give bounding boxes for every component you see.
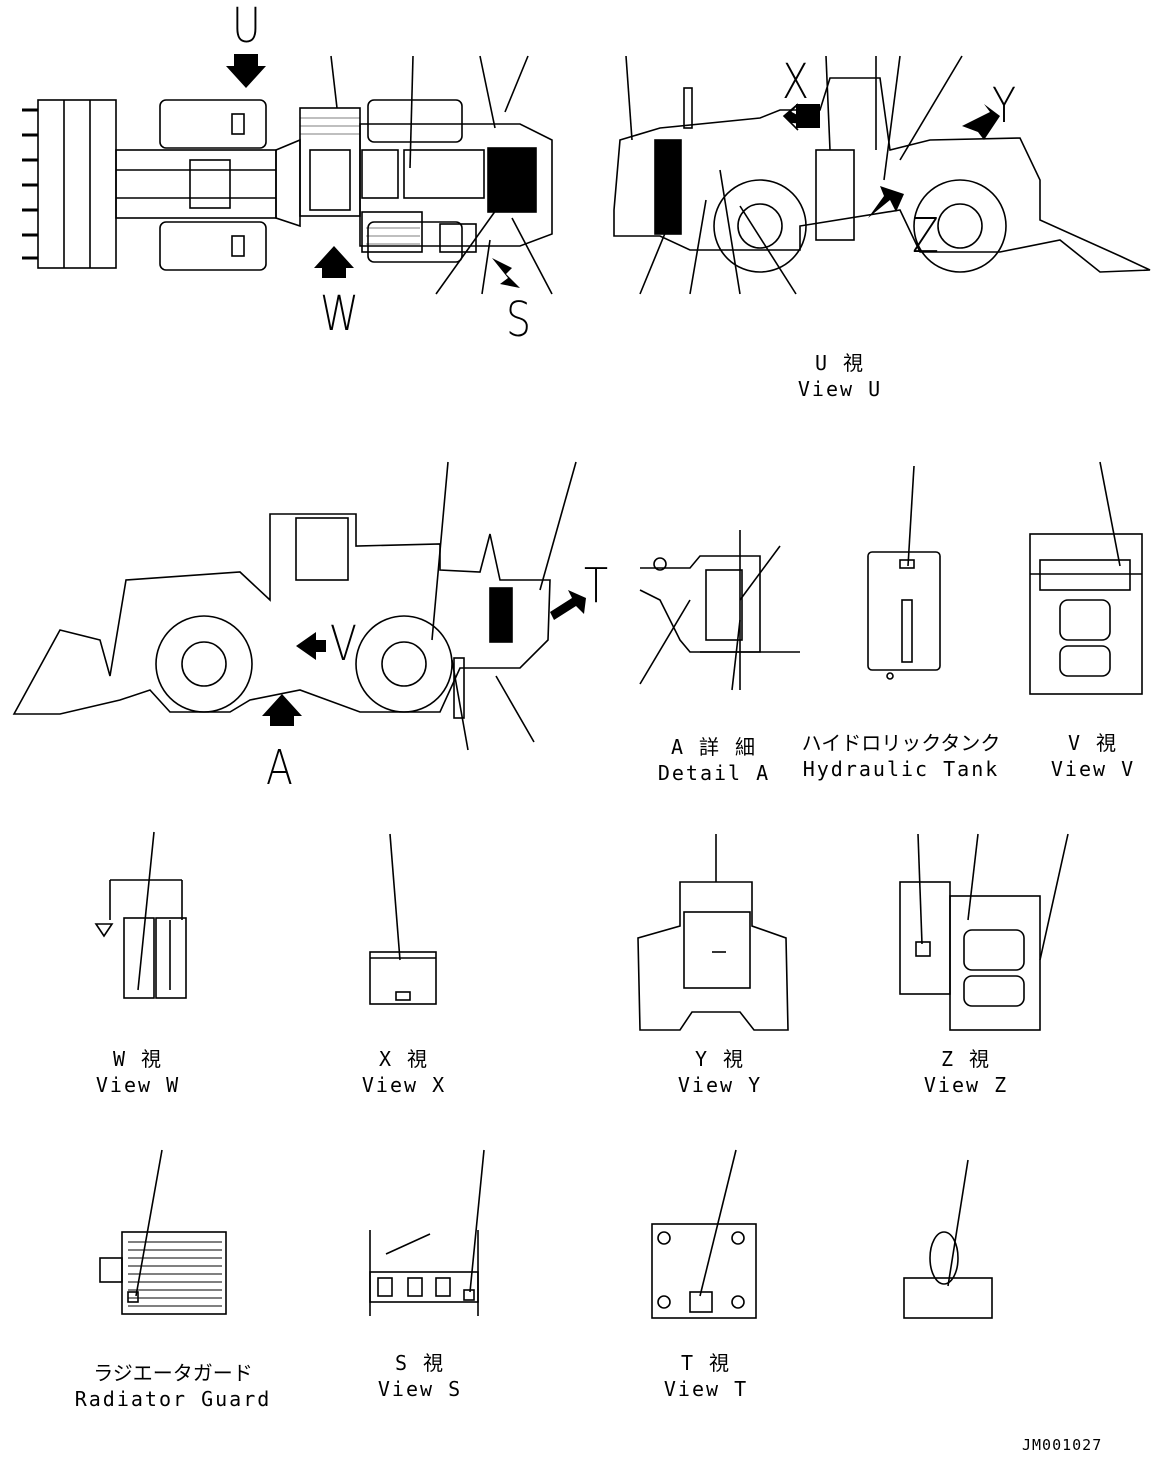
- caption-jp: Z 視: [940, 1047, 992, 1071]
- caption-view-s: S 視 View S: [350, 1350, 490, 1402]
- tag-plate-drawing: [903, 1159, 993, 1319]
- caption-jp: Y 視: [694, 1047, 746, 1071]
- radiator-guard-drawing: [99, 1149, 227, 1315]
- caption-en: View X: [361, 1073, 447, 1097]
- caption-jp: S 視: [394, 1351, 446, 1375]
- caption-en: Detail A: [657, 761, 771, 785]
- view-x-drawing: [369, 833, 437, 1005]
- arrow-label-x: X: [782, 54, 809, 110]
- view-s-drawing: [369, 1149, 485, 1316]
- view-y-drawing: [637, 834, 789, 1031]
- caption-view-x: X 視 View X: [334, 1046, 474, 1098]
- caption-jp: A 詳 細: [670, 735, 758, 759]
- arrow-label-z: Z: [912, 208, 939, 264]
- arrow-label-s: S: [506, 292, 531, 348]
- view-v-drawing: [1029, 461, 1143, 695]
- arrow-label-u: U: [232, 0, 261, 54]
- caption-en: Radiator Guard: [74, 1387, 272, 1411]
- caption-en: View U: [797, 377, 883, 401]
- caption-en: View S: [377, 1377, 463, 1401]
- caption-jp: W 視: [112, 1047, 164, 1071]
- caption-radiator-guard: ラジエータガード Radiator Guard: [66, 1360, 280, 1412]
- caption-en: View W: [95, 1073, 181, 1097]
- caption-jp: ハイドロリックタンク: [801, 731, 1001, 755]
- detail-a-drawing: [639, 530, 800, 691]
- caption-detail-a: A 詳 細 Detail A: [644, 734, 784, 786]
- caption-jp: V 視: [1067, 731, 1119, 755]
- caption-view-u: U 視 View U: [770, 350, 910, 402]
- arrow-label-y: Y: [992, 78, 1017, 134]
- caption-view-z: Z 視 View Z: [896, 1046, 1036, 1098]
- caption-view-y: Y 視 View Y: [650, 1046, 790, 1098]
- view-z-drawing: [899, 833, 1069, 1031]
- caption-en: View Z: [923, 1073, 1009, 1097]
- caption-view-w: W 視 View W: [68, 1046, 208, 1098]
- caption-en: View T: [663, 1377, 749, 1401]
- arrow-label-t: T: [584, 558, 609, 614]
- view-w-drawing: [94, 831, 187, 999]
- top-view-loader: [22, 54, 553, 295]
- caption-en: View V: [1050, 757, 1136, 781]
- arrow-label-v: V: [330, 616, 357, 672]
- arrow-label-a: A: [266, 740, 293, 796]
- arrow-label-w: W: [320, 286, 359, 342]
- drawing-number: JM001027: [1022, 1436, 1103, 1454]
- main-side-view-loader: [12, 461, 586, 751]
- caption-jp: T 視: [680, 1351, 732, 1375]
- view-u-loader: [613, 55, 1151, 295]
- caption-jp: U 視: [814, 351, 866, 375]
- caption-jp: X 視: [378, 1047, 430, 1071]
- caption-view-t: T 視 View T: [636, 1350, 776, 1402]
- hydraulic-tank-drawing: [867, 465, 941, 680]
- caption-en: Hydraulic Tank: [802, 757, 1000, 781]
- caption-en: View Y: [677, 1073, 763, 1097]
- caption-view-v: V 視 View V: [1030, 730, 1156, 782]
- caption-jp: ラジエータガード: [93, 1361, 253, 1385]
- view-t-drawing: [651, 1149, 757, 1319]
- caption-hydraulic-tank: ハイドロリックタンク Hydraulic Tank: [794, 730, 1008, 782]
